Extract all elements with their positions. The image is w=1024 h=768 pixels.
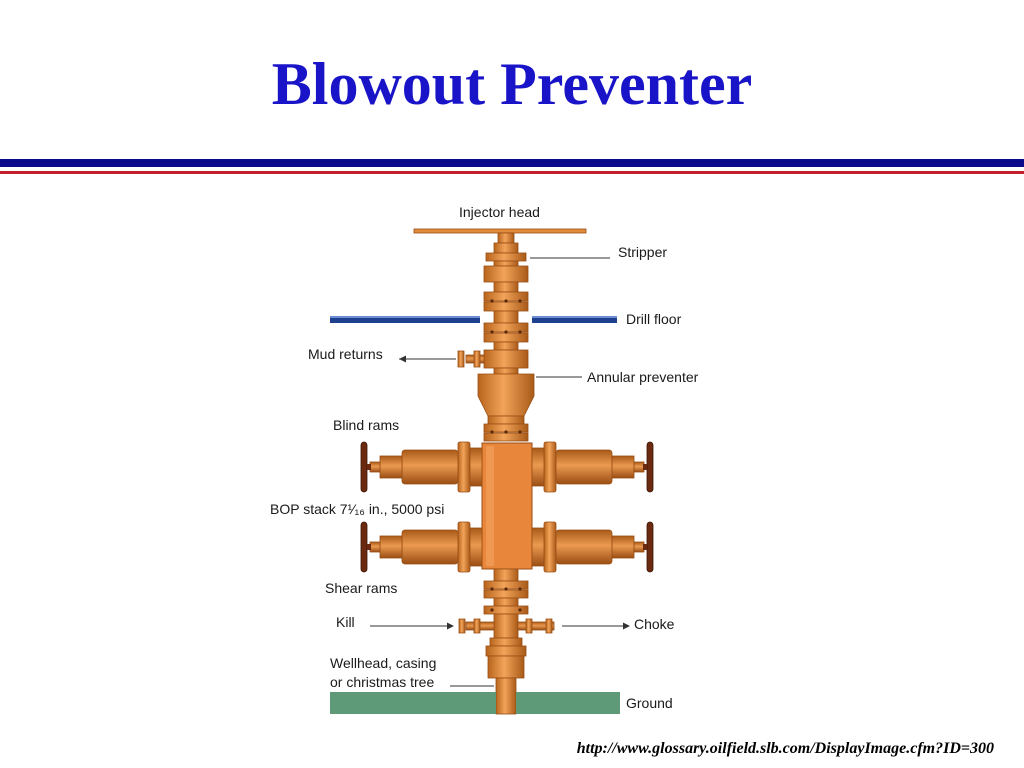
title-divider-navy [0, 159, 1024, 167]
ground [330, 692, 620, 714]
slide-title: Blowout Preventer [271, 51, 753, 117]
label-wellhead-line1: Wellhead, casing [330, 655, 436, 671]
source-url: http://www.glossary.oilfield.slb.com/Dis… [576, 740, 994, 757]
lower-flange [483, 568, 529, 615]
handwheel-icon [360, 521, 371, 573]
label-annular-preventer: Annular preventer [587, 369, 699, 385]
shear-rams [369, 521, 645, 573]
bop-body [481, 442, 533, 570]
leader-lines [370, 257, 624, 687]
handwheel-icon [643, 521, 654, 573]
label-choke: Choke [634, 616, 675, 632]
upper-flange [483, 291, 529, 343]
arrow-right-icon [623, 622, 630, 630]
kill-choke-spool [458, 613, 555, 639]
drill-floor [330, 316, 617, 323]
mud-returns-outlet [457, 341, 529, 375]
label-ground: Ground [626, 695, 673, 711]
label-stripper: Stripper [618, 244, 667, 260]
arrow-left-icon [399, 355, 406, 363]
label-wellhead-line2: or christmas tree [330, 674, 434, 690]
label-mud-returns: Mud returns [308, 346, 383, 362]
wellhead [485, 637, 527, 715]
label-bop-stack: BOP stack 7¹⁄₁₆ in., 5000 psi [270, 501, 444, 517]
blind-rams [369, 441, 645, 493]
label-kill: Kill [336, 614, 355, 630]
bop-diagram: Injector head Stripper Drill floor Mud r… [262, 196, 722, 722]
handwheel-icon [360, 441, 371, 493]
injector-head [413, 228, 587, 244]
annular-preventer [477, 373, 535, 442]
handwheel-icon [643, 441, 654, 493]
label-shear-rams: Shear rams [325, 580, 397, 596]
label-injector-head: Injector head [459, 204, 540, 220]
title-divider-red [0, 171, 1024, 174]
label-blind-rams: Blind rams [333, 417, 399, 433]
stripper [483, 242, 529, 293]
arrow-right-icon [447, 622, 454, 630]
label-drill-floor: Drill floor [626, 311, 682, 327]
